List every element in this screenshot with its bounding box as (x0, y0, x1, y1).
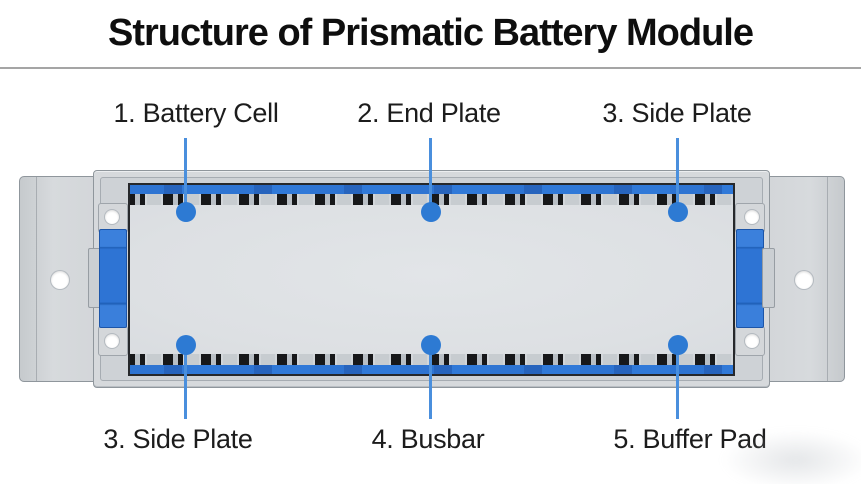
callout-dot-battery-cell (176, 202, 196, 222)
bracket-top-left (98, 203, 128, 233)
buffer-pad-right (736, 229, 764, 328)
label-battery-cell: 1. Battery Cell (113, 98, 279, 128)
callout-dot-busbar (421, 335, 441, 355)
buffer-pad-left (99, 229, 127, 328)
page-title: Structure of Prismatic Battery Module (107, 12, 754, 54)
bolt-hole-top-right (745, 210, 759, 224)
label-end-plate: 2. End Plate (357, 98, 501, 128)
clamp-tab-right (762, 248, 775, 308)
end-plate-right-seam (827, 177, 828, 381)
label-busbar: 4. Busbar (371, 424, 485, 454)
bracket-top-right (735, 203, 765, 233)
label-side-plate-top: 3. Side Plate (602, 98, 752, 128)
callout-dot-end-plate (421, 202, 441, 222)
leader-line-busbar (429, 345, 432, 419)
leader-line-end-plate (429, 138, 432, 212)
label-side-plate-bottom: 3. Side Plate (103, 424, 253, 454)
bolt-hole-top-left (105, 210, 119, 224)
end-plate-right (769, 176, 845, 382)
label-buffer-pad: 5. Buffer Pad (613, 424, 767, 454)
bolt-hole-bottom-left (105, 334, 119, 348)
watermark-smudge (721, 430, 861, 484)
bracket-bottom-left (98, 326, 128, 356)
bolt-hole-bottom-right (745, 334, 759, 348)
battery-cell-panel (130, 205, 733, 358)
leader-line-side-plate-bottom (184, 345, 187, 419)
callout-dot-side-plate-top (668, 202, 688, 222)
end-plate-left-seam (36, 177, 37, 381)
leader-line-side-plate-top (676, 138, 679, 212)
mounting-hole-left (51, 271, 69, 289)
leader-line-buffer-pad (676, 345, 679, 419)
mounting-hole-right (795, 271, 813, 289)
header-divider (0, 67, 861, 69)
end-plate-left (19, 176, 95, 382)
leader-line-battery-cell (184, 138, 187, 212)
callout-dot-buffer-pad (668, 335, 688, 355)
callout-dot-side-plate-bottom (176, 335, 196, 355)
bracket-bottom-right (735, 326, 765, 356)
